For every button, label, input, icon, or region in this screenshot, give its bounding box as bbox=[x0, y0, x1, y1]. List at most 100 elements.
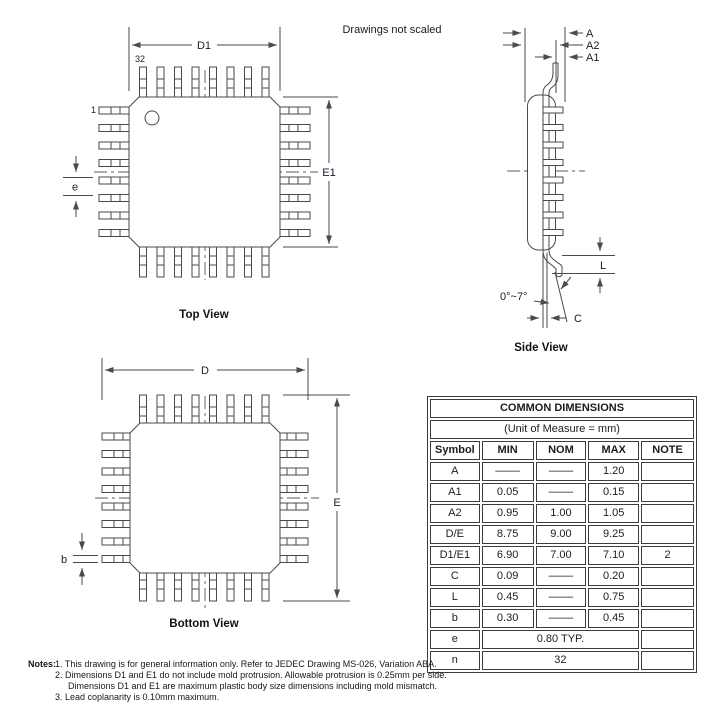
side-view-bottom-lead bbox=[542, 249, 563, 278]
max-cell: 0.45 bbox=[588, 609, 640, 628]
note-cell bbox=[641, 525, 694, 544]
table-subtitle-row: (Unit of Measure = mm) bbox=[430, 420, 694, 439]
min-cell: 0.95 bbox=[481, 504, 534, 523]
side-view-reference-lines bbox=[524, 27, 566, 102]
note-cell bbox=[641, 630, 694, 649]
max-cell: 0.75 bbox=[588, 588, 640, 607]
table-row: A –––– –––– 1.20 bbox=[430, 462, 694, 481]
e-dim-label: E bbox=[333, 497, 340, 509]
nom-cell: –––– bbox=[535, 483, 587, 502]
note-cell bbox=[641, 651, 694, 670]
a-label: A bbox=[586, 28, 594, 40]
col-symbol: Symbol bbox=[430, 441, 480, 460]
value-cell: 32 bbox=[481, 651, 640, 670]
dimensions-table: COMMON DIMENSIONS (Unit of Measure = mm)… bbox=[427, 396, 697, 673]
max-cell: 0.15 bbox=[588, 483, 640, 502]
notes-section: Notes: 1. This drawing is for general in… bbox=[28, 659, 704, 703]
table-title-row: COMMON DIMENSIONS bbox=[430, 399, 694, 418]
symbol-cell: C bbox=[430, 567, 480, 586]
nom-cell: –––– bbox=[535, 609, 587, 628]
top-view-body bbox=[128, 96, 281, 248]
max-cell: 9.25 bbox=[588, 525, 640, 544]
note-cell bbox=[641, 609, 694, 628]
bottom-view: D E b Bottom View bbox=[61, 358, 350, 630]
pin32-label: 32 bbox=[135, 54, 145, 64]
note-line: 2. Dimensions D1 and E1 do not include m… bbox=[28, 670, 704, 681]
side-view-body bbox=[527, 94, 556, 251]
lead-angle-label: 0°~7° bbox=[500, 291, 527, 303]
symbol-cell: b bbox=[430, 609, 480, 628]
value-cell: 0.80 TYP. bbox=[481, 630, 640, 649]
nom-cell: –––– bbox=[535, 462, 587, 481]
b-label: b bbox=[61, 554, 67, 566]
note-cell bbox=[641, 462, 694, 481]
note-line: Notes: 1. This drawing is for general in… bbox=[28, 659, 704, 670]
nom-cell: 1.00 bbox=[535, 504, 587, 523]
min-cell: 0.30 bbox=[481, 609, 534, 628]
e1-label: E1 bbox=[322, 167, 335, 179]
symbol-cell: e bbox=[430, 630, 480, 649]
pin1-label: 1 bbox=[91, 105, 96, 115]
side-view-lead-straight bbox=[542, 253, 548, 328]
nom-cell: 7.00 bbox=[535, 546, 587, 565]
note-cell bbox=[641, 588, 694, 607]
bottom-view-title: Bottom View bbox=[169, 618, 238, 630]
lead-angle-arrow bbox=[560, 276, 572, 290]
side-view-lead-stubs bbox=[542, 106, 564, 236]
max-cell: 7.10 bbox=[588, 546, 640, 565]
min-cell: 6.90 bbox=[481, 546, 534, 565]
min-cell: 0.09 bbox=[481, 567, 534, 586]
d1-extension-lines bbox=[128, 27, 281, 91]
top-view: D1 32 1 E1 e Top View bbox=[63, 27, 338, 321]
lead-angle-leader bbox=[533, 298, 550, 305]
table-row: L 0.45 –––– 0.75 bbox=[430, 588, 694, 607]
l-label: L bbox=[600, 260, 606, 272]
a2-label: A2 bbox=[586, 40, 599, 52]
symbol-cell: A1 bbox=[430, 483, 480, 502]
d-extension-lines bbox=[101, 358, 309, 400]
max-cell: 0.20 bbox=[588, 567, 640, 586]
note-text: 3. Lead coplanarity is 0.10mm maximum. bbox=[55, 692, 220, 702]
table-subtitle: (Unit of Measure = mm) bbox=[430, 420, 694, 439]
note-line: Dimensions D1 and E1 are maximum plastic… bbox=[28, 681, 704, 692]
col-min: MIN bbox=[481, 441, 534, 460]
nom-cell: –––– bbox=[535, 588, 587, 607]
symbol-cell: A2 bbox=[430, 504, 480, 523]
table-row: D1/E1 6.90 7.00 7.10 2 bbox=[430, 546, 694, 565]
d-label: D bbox=[201, 365, 209, 377]
table-row: A2 0.95 1.00 1.05 bbox=[430, 504, 694, 523]
min-cell: 8.75 bbox=[481, 525, 534, 544]
max-cell: 1.20 bbox=[588, 462, 640, 481]
note-cell bbox=[641, 567, 694, 586]
top-view-title: Top View bbox=[179, 309, 228, 321]
note-cell bbox=[641, 504, 694, 523]
l-dimension-lines bbox=[552, 255, 615, 274]
table-row: C 0.09 –––– 0.20 bbox=[430, 567, 694, 586]
col-max: MAX bbox=[588, 441, 640, 460]
top-view-pins bbox=[98, 66, 311, 278]
table-row: b 0.30 –––– 0.45 bbox=[430, 609, 694, 628]
col-nom: NOM bbox=[535, 441, 587, 460]
min-cell: –––– bbox=[481, 462, 534, 481]
side-view: A A2 A1 L 0°~7° C Side View bbox=[500, 27, 615, 354]
side-view-lead-angled bbox=[554, 271, 568, 323]
pin1-indicator-icon bbox=[144, 110, 160, 126]
symbol-cell: L bbox=[430, 588, 480, 607]
table-header-row: Symbol MIN NOM MAX NOTE bbox=[430, 441, 694, 460]
notes-label: Notes: bbox=[28, 659, 57, 669]
e1-extension-lines bbox=[283, 96, 338, 248]
note-text: 1. This drawing is for general informati… bbox=[55, 659, 437, 669]
table-row: D/E 8.75 9.00 9.25 bbox=[430, 525, 694, 544]
d1-label: D1 bbox=[197, 40, 211, 52]
col-note: NOTE bbox=[641, 441, 694, 460]
symbol-cell: D/E bbox=[430, 525, 480, 544]
note-line: 3. Lead coplanarity is 0.10mm maximum. bbox=[28, 692, 704, 703]
note-text: 2. Dimensions D1 and E1 do not include m… bbox=[55, 670, 447, 680]
bottom-view-pins bbox=[101, 394, 309, 602]
e-pitch-lines bbox=[63, 177, 93, 196]
bottom-view-body bbox=[129, 422, 281, 574]
side-view-lead-plane bbox=[542, 93, 550, 250]
nom-cell: 9.00 bbox=[535, 525, 587, 544]
